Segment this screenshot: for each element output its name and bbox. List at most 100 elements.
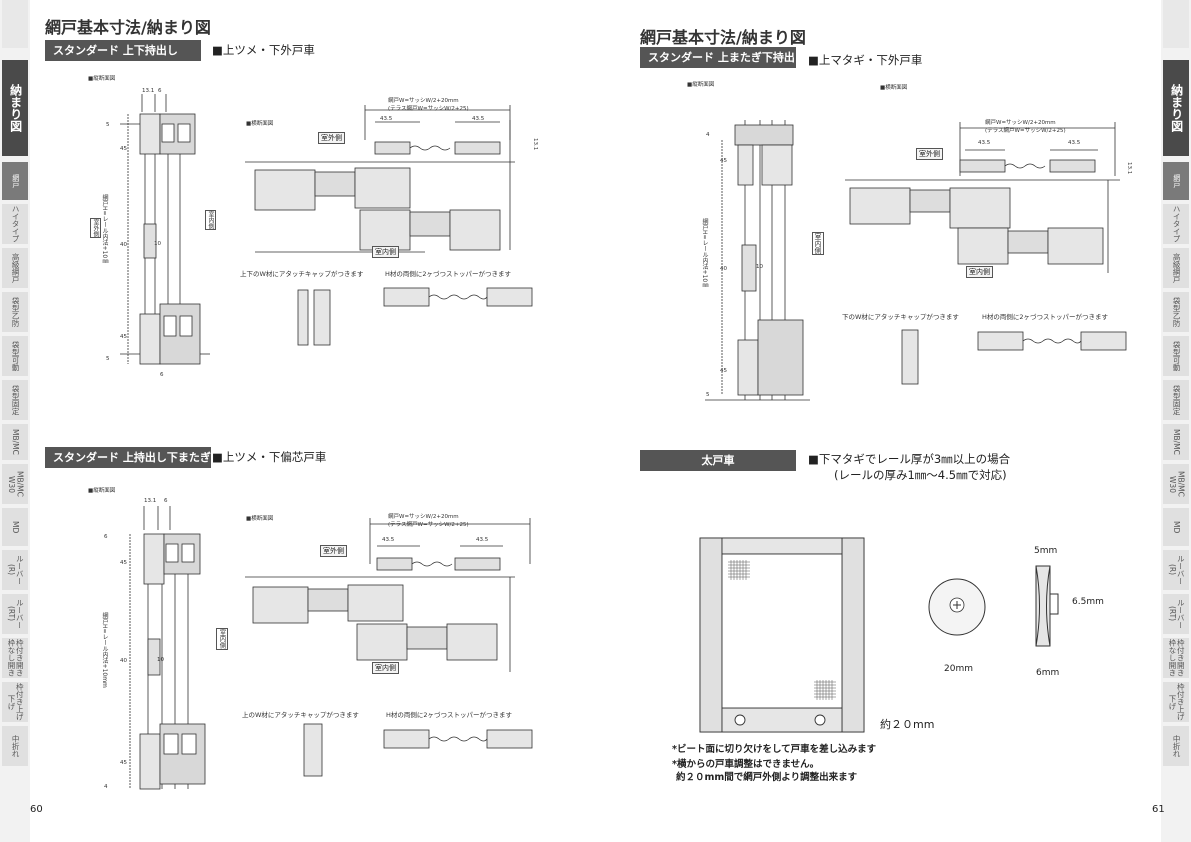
right-sec2-screen-drawing [699,537,865,733]
right-sec1-dim-10: 10 [756,264,763,270]
sidebar-item-hiraki-right[interactable]: 枠付き開き 枠なし開き [1163,638,1189,678]
left-sec2-vertical-drawing [129,506,206,790]
sidebar-item-fukuro-kotei[interactable]: 袋型固定 [2,380,28,420]
left-sec2-side-in: 室内側 [216,628,228,650]
left-page-title: 網戸基本寸法/納まり図 [45,18,211,37]
left-sec2-dim-6: 6 [164,498,168,504]
sidebar-item-md[interactable]: MD [2,508,28,546]
right-sec2-wheel-front [928,578,986,636]
right-sec2-wheel-side [1035,565,1059,647]
sidebar-item-hightype-right[interactable]: ハイタイプ [1163,204,1189,244]
right-sec1-dim-43b: 43.5 [1068,140,1081,146]
left-sec1-dim-6: 6 [158,88,162,94]
sidebar-item-mbmc[interactable]: MB/MC [2,424,28,460]
sidebar-item-md-right[interactable]: MD [1163,508,1189,546]
sidebar-item-koukyu-right[interactable]: 高級網戸 [1163,248,1189,288]
sidebar-item-nakaore-right[interactable]: 中折れ [1163,726,1189,766]
left-sec1-dim-45b: 45 [120,334,127,340]
sidebar-item-mbmc-w30-right[interactable]: MB/MC W30 [1163,464,1189,504]
left-sec2-note-cap: 上のW材にアタッチキャップがつきます [242,711,359,719]
sidebar-item-louver-r-right[interactable]: ルーバー(R) [1163,550,1189,590]
sidebar-item-ageage[interactable]: 枠付き上げ下げ [2,682,28,722]
left-sec1-vertical-drawing [120,94,210,365]
sidebar-item-louver-r[interactable]: ルーバー(R) [2,550,28,590]
left-sec2-dim-43a: 43.5 [382,537,395,543]
left-sec1-dim-5a: 5 [106,122,110,128]
right-sec2-dim-6mm: 6mm [1036,668,1060,678]
left-page-number: 60 [30,804,43,815]
left-sec2-cap-drawing [303,723,323,777]
left-sec1-note-stopper: H材の両側に2ヶづつストッパーがつきます [385,270,512,278]
left-sec1-dim-131: 13.1 [142,88,155,94]
right-page-title: 網戸基本寸法/納まり図 [640,28,806,47]
left-sec2-tag: スタンダード 上持出し下またぎ [45,447,211,468]
sidebar-item-osamari[interactable]: 納まり図 [2,60,28,156]
right-sec1-dim-45a: 45 [720,158,727,164]
left-sec2-dim-w: 網戸W=サッシW/2+20mm [388,514,459,520]
left-sec2-dim-6top: 6 [104,534,108,540]
left-sec2-dim-43b: 43.5 [476,537,489,543]
left-sec1-cap-drawing [297,289,331,346]
sidebar-item-mbmc-right[interactable]: MB/MC [1163,424,1189,460]
left-sec2-dim-131: 13.1 [144,498,157,504]
sidebar-item-ageage-right[interactable]: 枠付き上げ下げ [1163,682,1189,722]
left-sec1-dim-h: 網戸H=レール内法+10㎜ [101,194,108,265]
right-sec1-dim-h: 網戸H=レール内法+10㎜ [701,218,708,289]
right-sec1-cap-drawing [901,329,919,385]
sidebar-item-fukuro-kotei-right[interactable]: 袋型固定 [1163,380,1189,420]
right-sec2-dim-5mm: 5mm [1034,546,1058,556]
right-page-number: 61 [1152,804,1165,815]
right-sec1-horizontal-drawing [845,122,1120,273]
sidebar-item-amido-right[interactable]: 網戸 [1163,162,1189,200]
sidebar-item-fukuro-kadou-right[interactable]: 袋型可動 [1163,336,1189,376]
right-sec1-horizontal-label: ■横断面図 [880,85,908,91]
left-sec2-dim-w-note: (テラス網戸W=サッシW/2+25) [388,522,469,528]
left-sec1-dim-131v: 13.1 [532,138,538,151]
right-sec2-note1: *ビート面に切り欠けをして戸車を差し込みます [672,744,877,755]
right-sec1-note-stopper: H材の両側に2ヶづつストッパーがつきます [982,313,1109,321]
sidebar-item-fukuro-otsubo[interactable]: 袋型乙防 [2,292,28,332]
left-sec1-subtitle: ■上ツメ・下外戸車 [212,43,315,57]
left-sec1-horizontal-drawing [245,105,515,253]
left-sec1-dim-45a: 45 [120,146,127,152]
left-sec2-dim-45a: 45 [120,560,127,566]
sidebar-item-fukuro-kadou[interactable]: 袋型可動 [2,336,28,376]
sidebar-item-koukyu[interactable]: 高級網戸 [2,248,28,288]
right-sec1-dim-131: 13.1 [1126,162,1132,175]
left-sec1-tag: スタンダード 上下持出し [45,40,201,61]
right-sec1-dim-43a: 43.5 [978,140,991,146]
sidebar-item-louver-rt[interactable]: ルーバー(RT) [2,594,28,634]
sidebar-item-mbmc-w30[interactable]: MB/MC W30 [2,464,28,504]
left-sec1-dim-43a: 43.5 [380,116,393,122]
sidebar-tab-top-right [1163,0,1189,48]
left-sec2-dim-10: 10 [157,657,164,663]
sidebar-item-amido[interactable]: 網戸 [2,162,28,200]
left-sec2-vertical-label: ■縦断面図 [88,488,116,494]
sidebar-item-hiraki[interactable]: 枠付き開き 枠なし開き [2,638,28,678]
left-sec1-dim-10: 10 [154,241,161,247]
left-sec1-note-cap: 上下のW材にアタッチキャップがつきます [240,270,364,278]
left-sec1-box-out: 室外側 [318,132,345,144]
left-sec1-stopper-drawing [383,287,533,307]
right-sec1-stopper-drawing [977,331,1127,351]
sidebar-item-louver-rt-right[interactable]: ルーバー(RT) [1163,594,1189,634]
sidebar-item-hightype[interactable]: ハイタイプ [2,204,28,244]
left-sec2-note-stopper: H材の両側に2ヶづつストッパーがつきます [386,711,513,719]
right-sec2-note3: 約２０mm間で網戸外側より調整出来ます [676,772,858,783]
right-sec1-dim-40: 40 [720,266,727,272]
left-sec1-dim-40: 40 [120,242,127,248]
left-sec2-horizontal-drawing [245,518,531,672]
right-sec1-dim-5: 5 [706,392,710,398]
right-sec1-box-out: 室外側 [916,148,943,160]
sidebar-item-fukuro-otsubo-right[interactable]: 袋型乙防 [1163,292,1189,332]
sidebar-item-nakaore[interactable]: 中折れ [2,726,28,766]
left-sec2-stopper-drawing [383,729,533,749]
right-sec2-dim-yaku20: 約２０mm [880,718,935,731]
left-sec1-dim-43b: 43.5 [472,116,485,122]
right-sec2-tag: 太戸車 [640,450,796,471]
left-sec2-side-out: 室外側 [320,545,347,557]
left-sec1-horizontal-label: ■横断面図 [246,121,274,127]
right-sec1-dim-w: 網戸W=サッシW/2+20mm [985,120,1056,126]
sidebar-item-osamari-right[interactable]: 納まり図 [1163,60,1189,156]
left-sec2-subtitle: ■上ツメ・下偏芯戸車 [212,450,327,464]
